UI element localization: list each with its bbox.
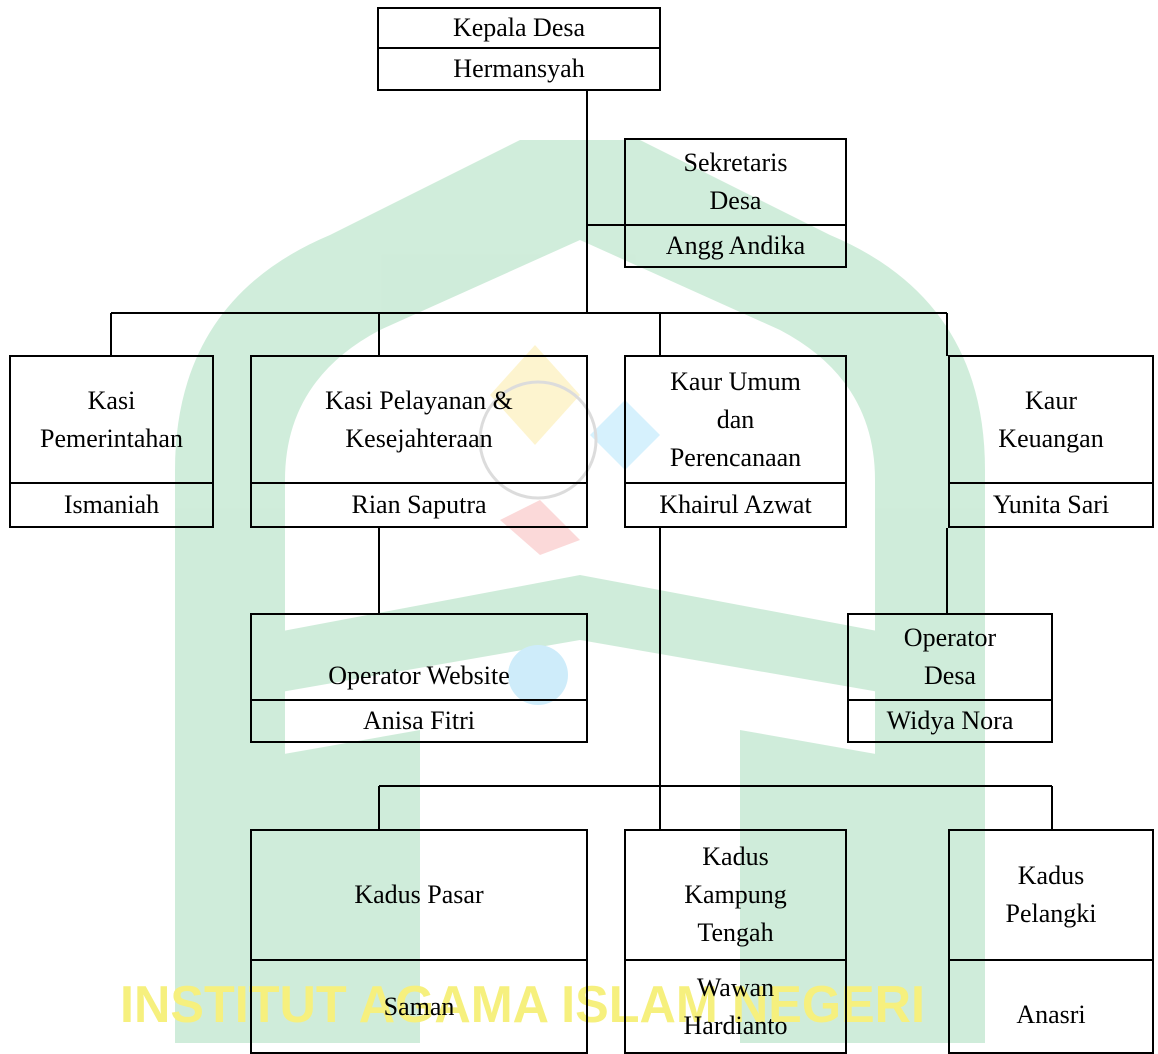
node-kepala-desa: Kepala Desa Hermansyah	[377, 7, 661, 91]
node-title: Operator Website	[328, 661, 510, 690]
node-kaur-umum: Kaur Umum dan Perencanaan Khairul Azwat	[624, 355, 847, 528]
node-name: Khairul Azwat	[626, 482, 845, 526]
node-name: Saman	[252, 959, 586, 1052]
node-kadus-kampung-tengah: Kadus Kampung Tengah Wawan Hardianto	[624, 829, 847, 1054]
node-sekretaris-desa: Sekretaris Desa Angg Andika	[624, 138, 847, 268]
node-title: Kadus Pelangki	[1005, 861, 1097, 928]
node-name: Yunita Sari	[950, 482, 1152, 526]
node-kasi-pelayanan: Kasi Pelayanan & Kesejahteraan Rian Sapu…	[250, 355, 588, 528]
watermark-text: INSTITUT AGAMA ISLAM NEGERI	[120, 976, 925, 1034]
node-name: Anisa Fitri	[252, 699, 586, 741]
node-kasi-pemerintahan: Kasi Pemerintahan Ismaniah	[9, 355, 214, 528]
node-name: Hermansyah	[379, 47, 659, 89]
node-name: Angg Andika	[626, 224, 845, 266]
node-kadus-pelangki: Kadus Pelangki Anasri	[948, 829, 1154, 1054]
node-title: Kasi Pelayanan & Kesejahteraan	[325, 385, 513, 453]
node-kadus-pasar: Kadus Pasar Saman	[250, 829, 588, 1054]
node-operator-desa: Operator Desa Widya Nora	[847, 613, 1053, 743]
node-name: Wawan Hardianto	[626, 959, 845, 1052]
node-title: Kaur Keuangan	[998, 385, 1104, 453]
node-title: Kadus Kampung Tengah	[684, 842, 787, 947]
node-title: Kaur Umum dan Perencanaan	[669, 366, 802, 472]
node-name: Anasri	[950, 959, 1152, 1052]
node-title: Kasi Pemerintahan	[40, 385, 183, 453]
node-name: Ismaniah	[11, 482, 212, 526]
node-name: Rian Saputra	[252, 482, 586, 526]
node-name: Widya Nora	[849, 699, 1051, 741]
node-operator-website: Operator Website Anisa Fitri	[250, 613, 588, 743]
node-title: Sekretaris Desa	[683, 148, 788, 215]
node-title: Operator Desa	[903, 623, 997, 690]
node-title: Kadus Pasar	[354, 880, 484, 909]
node-title: Kepala Desa	[452, 13, 586, 42]
watermark-logo	[175, 140, 985, 1043]
node-kaur-keuangan: Kaur Keuangan Yunita Sari	[948, 355, 1154, 528]
